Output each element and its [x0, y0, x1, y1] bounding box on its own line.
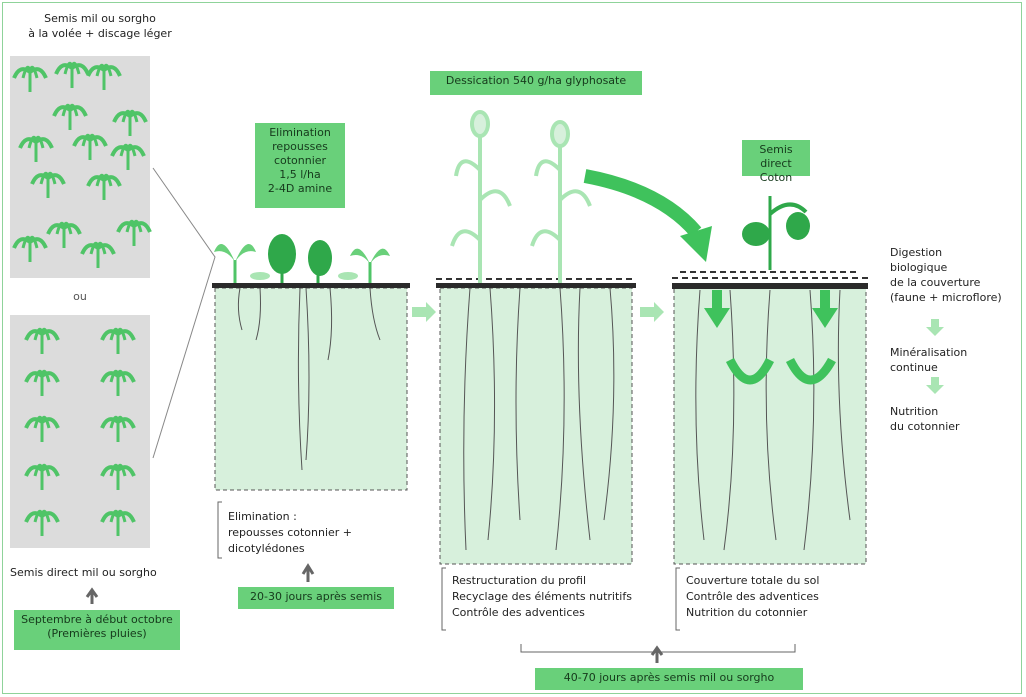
- stage1-seedlings: [214, 234, 390, 283]
- sprouts-rows: [26, 329, 134, 536]
- stage2-cereal-plants: [452, 112, 590, 283]
- stage2-soil: [436, 279, 636, 564]
- sprouts-broadcast: [14, 63, 150, 268]
- stage1-soil: [212, 283, 410, 490]
- stage3-cotton-plant: [742, 196, 810, 270]
